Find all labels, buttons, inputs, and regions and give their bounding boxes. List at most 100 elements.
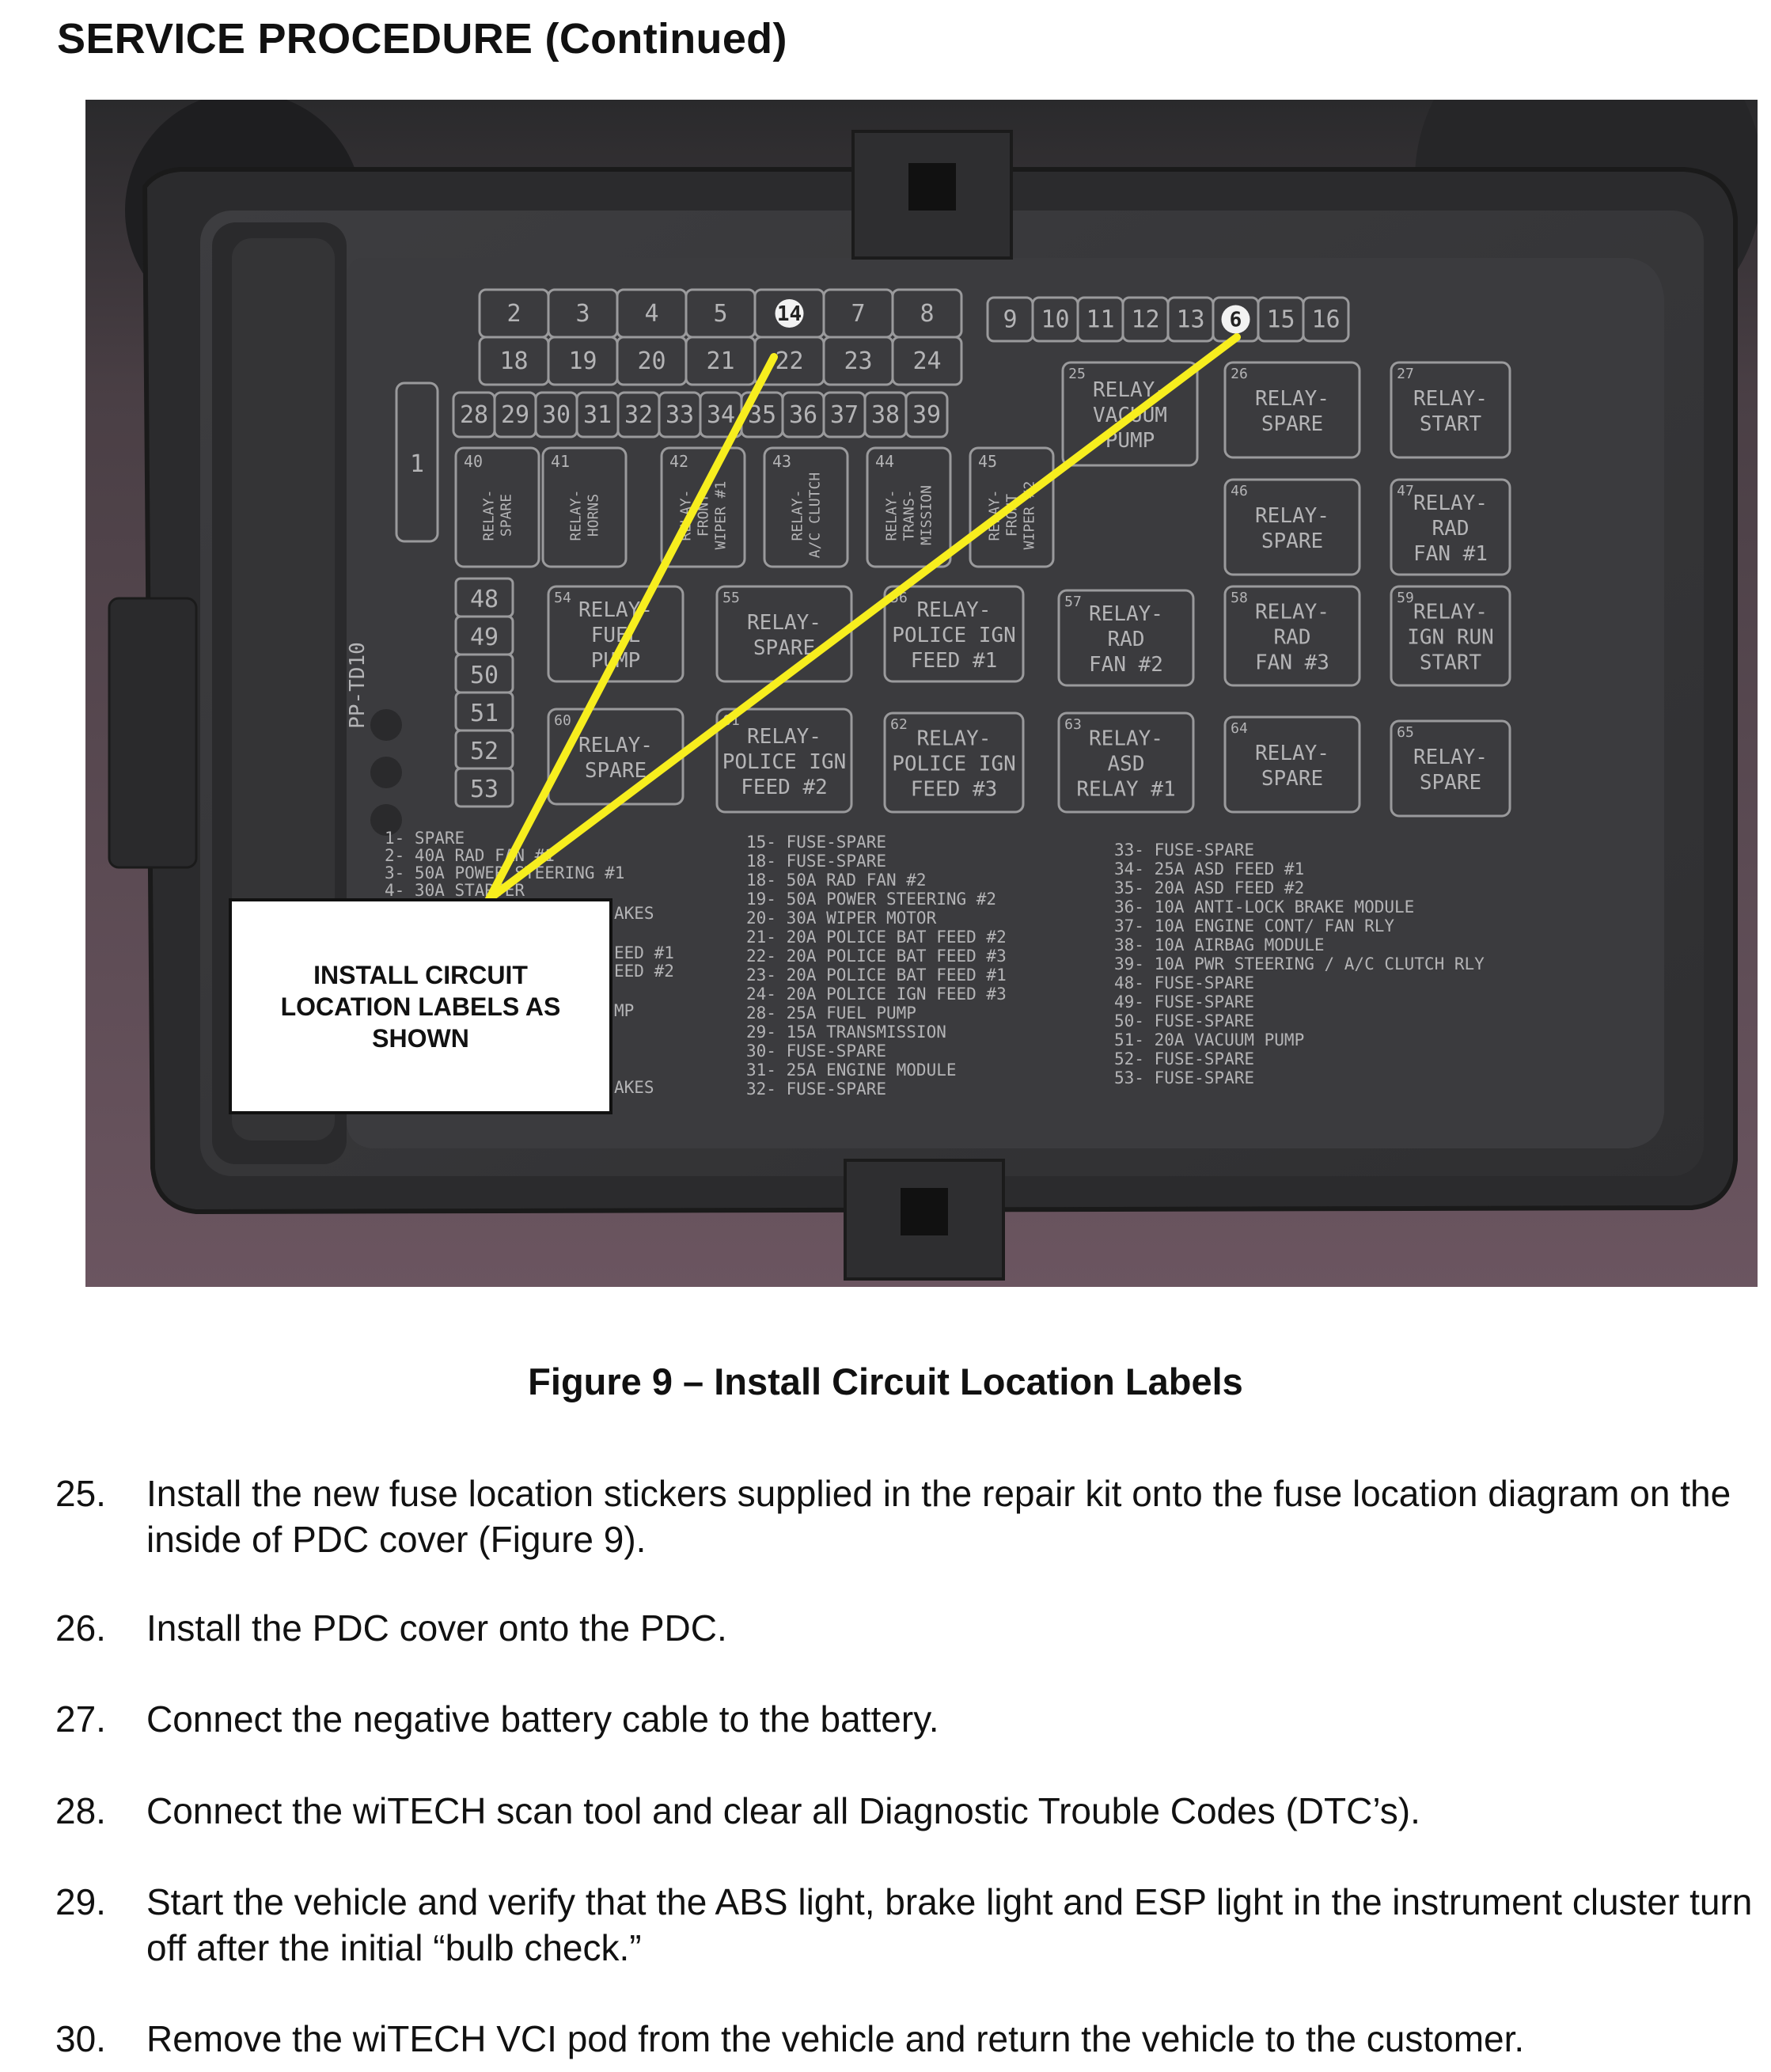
yellow-arrows: [485, 333, 1241, 903]
arrow-to-fuse-6: [485, 333, 1241, 903]
fuse-row-middle-label: 34: [707, 401, 735, 429]
fuse-label-sticker: [775, 299, 804, 328]
relay-vertical-line: RELAY-: [481, 489, 498, 541]
legend-col3-line: 39- 10A PWR STEERING / A/C CLUTCH RLY: [1114, 954, 1485, 973]
legend-col2-line: 32- FUSE-SPARE: [746, 1080, 886, 1099]
relay-25: [1061, 361, 1199, 467]
fuse-row-bottom-label: 19: [568, 347, 597, 375]
fuse-row-right-label: 6: [1230, 309, 1242, 332]
fuse-row-middle-label: 28: [460, 401, 488, 429]
fuse-row-right-label: 12: [1131, 306, 1159, 334]
relay-text-line: RELAY-: [747, 611, 821, 635]
relay-number: 47: [1397, 483, 1414, 499]
relay-61: [715, 708, 853, 814]
legend-col3-line: 35- 20A ASD FEED #2: [1114, 879, 1304, 897]
fuse-column-label: 48: [470, 586, 499, 613]
relay-64: [1223, 715, 1361, 814]
fuse-row-bottom-label: 23: [844, 347, 872, 375]
fuse-column-label: 52: [470, 738, 499, 765]
fuse-column-label: 49: [470, 624, 499, 651]
legend-col3-line: 49- FUSE-SPARE: [1114, 992, 1254, 1011]
fuse-row-middle-label: 38: [871, 401, 900, 429]
relay-text-line: FEED #2: [741, 776, 828, 799]
fuse-row-middle-label: 33: [666, 401, 694, 429]
fuse-row-right-label: 9: [1003, 306, 1017, 334]
fuse-row-right-label: 13: [1176, 306, 1204, 334]
relay-56: [883, 585, 1025, 683]
relay-text-line: RELAY-: [917, 727, 992, 751]
relay-number: 57: [1064, 594, 1082, 610]
relay-vertical-text-40: RELAY-SPARE: [481, 489, 515, 541]
legend-col3-line: 34- 25A ASD FEED #1: [1114, 860, 1304, 879]
legend-col1-line: 2- 40A RAD FAN #1: [385, 846, 555, 865]
fuse-row-middle-label: 36: [789, 401, 817, 429]
relay-number: 25: [1068, 366, 1086, 382]
relay-number: 63: [1064, 716, 1082, 733]
legend-col1-line: AKES: [614, 904, 654, 923]
relay-text-line: ASD: [1108, 753, 1145, 776]
relay-text-line: POLICE IGN: [722, 750, 847, 774]
relay-number: 26: [1231, 366, 1248, 382]
relay-vertical-41: [541, 446, 628, 568]
fuse-row-right-label: 15: [1266, 306, 1295, 334]
relay-58: [1223, 585, 1361, 687]
step-number: 25.: [55, 1473, 106, 1514]
relay-text-line: SPARE: [1261, 767, 1323, 791]
step-26: 26. Install the PDC cover onto the PDC.: [55, 1605, 1757, 1651]
fuse-row-top-label: 4: [644, 300, 658, 328]
relay-text-line: SPARE: [585, 759, 647, 783]
step-27: 27. Connect the negative battery cable t…: [55, 1696, 1757, 1742]
legend-col1-line: EED #2: [614, 962, 674, 981]
relay-text-line: RELAY-: [1413, 746, 1488, 769]
relay-47: [1390, 478, 1511, 576]
fuse-row-bottom-label: 22: [775, 347, 803, 375]
part-number: PP-TD10: [346, 642, 370, 729]
legend-col2-line: 28- 25A FUEL PUMP: [746, 1004, 916, 1023]
relay-text-line: RELAY-: [1413, 387, 1488, 411]
step-text: Install the PDC cover onto the PDC.: [146, 1607, 727, 1649]
relay-27: [1390, 361, 1511, 459]
relay-vertical-line: TRANS-: [901, 489, 918, 541]
relay-number: 46: [1231, 483, 1248, 499]
relay-number: 59: [1397, 590, 1414, 606]
relay-text-line: FAN #2: [1089, 653, 1163, 677]
relay-text-line: RAD: [1432, 517, 1470, 541]
fuse-row-top-label: 7: [851, 300, 865, 328]
step-30: 30. Remove the wiTECH VCI pod from the v…: [55, 2016, 1757, 2062]
page-title: SERVICE PROCEDURE (Continued): [57, 15, 787, 63]
relay-vertical-number: 43: [772, 452, 791, 471]
relay-62: [883, 712, 1025, 814]
legend-col2-line: 18- FUSE-SPARE: [746, 852, 886, 871]
relay-text-line: POLICE IGN: [892, 624, 1016, 647]
legend-col3-line: 51- 20A VACUUM PUMP: [1114, 1030, 1304, 1049]
step-number: 27.: [55, 1698, 106, 1740]
relay-text-line: RAD: [1108, 628, 1145, 651]
relay-46: [1223, 478, 1361, 576]
callout-box: INSTALL CIRCUIT LOCATION LABELS AS SHOWN: [229, 898, 612, 1114]
fuse-row-top-label: 5: [713, 300, 727, 328]
legend-col2-line: 21- 20A POLICE BAT FEED #2: [746, 928, 1007, 947]
step-text: Connect the wiTECH scan tool and clear a…: [146, 1790, 1420, 1831]
relay-text-line: SPARE: [1420, 771, 1481, 795]
fuse-row-top-label: 3: [575, 300, 590, 328]
relay-54: [547, 585, 685, 683]
fuse-row-middle-label: 29: [501, 401, 529, 429]
relay-text-line: RELAY-: [917, 598, 992, 622]
part-number-text: PP-TD10: [346, 642, 370, 729]
relay-number: 58: [1231, 590, 1248, 606]
fuse-row-right-label: 11: [1086, 306, 1114, 334]
relay-vertical-line: RELAY-: [568, 489, 585, 541]
relay-vertical-line: RELAY-: [884, 489, 901, 541]
relay-text-line: START: [1420, 412, 1482, 436]
relay-65: [1390, 719, 1511, 818]
arrow-to-fuse-14: [485, 353, 778, 903]
step-text: Start the vehicle and verify that the AB…: [146, 1881, 1753, 1968]
legend-col2-line: 20- 30A WIPER MOTOR: [746, 909, 937, 928]
step-text: Remove the wiTECH VCI pod from the vehic…: [146, 2018, 1525, 2059]
relay-number: 55: [722, 590, 740, 606]
legend-col2-line: 24- 20A POLICE IGN FEED #3: [746, 985, 1007, 1004]
legend-col2-line: 23- 20A POLICE BAT FEED #1: [746, 966, 1007, 985]
fuse-row-right-cell: [1302, 296, 1350, 343]
relay-vertical-45: [969, 446, 1055, 568]
